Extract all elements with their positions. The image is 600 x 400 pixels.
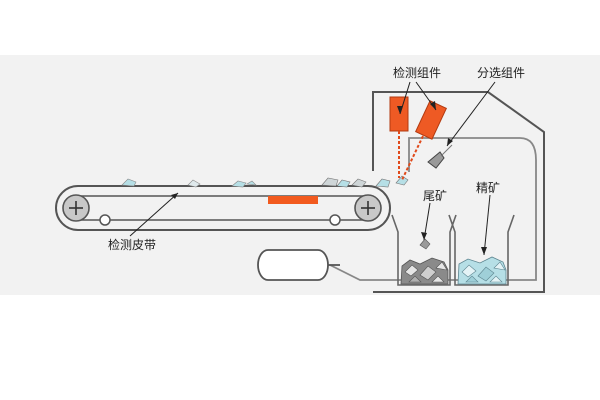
label-detector: 检测组件 [393, 65, 441, 80]
motor-icon [257, 249, 340, 281]
laser-beam-2 [401, 135, 424, 181]
belt-leader [129, 192, 179, 237]
ore-on-belt [121, 175, 409, 188]
sorter-leader [446, 81, 496, 147]
pulley-left [62, 194, 90, 222]
ore-pile-icon [457, 256, 507, 285]
detector-unit-1 [389, 96, 409, 132]
detector-unit-2 [414, 100, 448, 140]
label-belt: 检测皮带 [108, 237, 156, 252]
detection-belt [55, 185, 391, 231]
housing-inner-curve [329, 137, 537, 281]
label-concentrate: 精矿 [476, 181, 500, 195]
tailings-bin [391, 214, 457, 286]
sorting-nozzle-icon [427, 144, 453, 169]
pulley-right [354, 194, 382, 222]
concentrate-bin [448, 214, 515, 286]
belt-outer-loop [55, 185, 391, 231]
detector-components [389, 96, 448, 181]
ore-pile-icon [400, 257, 449, 285]
idler-roller-left [99, 214, 111, 226]
falling-ore [419, 238, 431, 250]
concentrate-leader [483, 194, 491, 256]
belt-detection-window [268, 196, 318, 204]
idler-roller-right [329, 214, 341, 226]
label-sorter: 分选组件 [477, 66, 525, 80]
housing-outer [372, 91, 545, 293]
label-tailings: 尾矿 [423, 189, 447, 203]
sorting-housing [329, 91, 545, 293]
